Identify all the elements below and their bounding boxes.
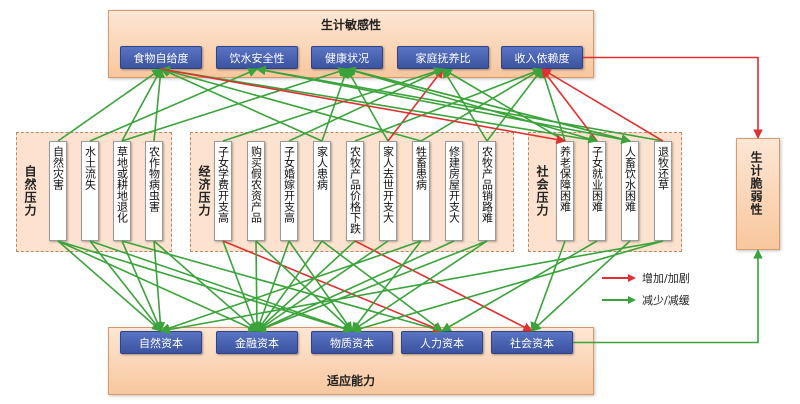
factor-drinking-water: 人畜饮水困难	[621, 141, 639, 241]
link-decrease-f7-t2	[321, 68, 349, 142]
link-decrease-f9-b1	[256, 240, 389, 332]
factor-house-building-cost: 修建房屋开支大	[445, 141, 463, 241]
link-decrease-f10-t4	[420, 68, 543, 142]
adaptive-capacity-title: 适应能力	[326, 374, 375, 388]
link-decrease-f6-b1	[255, 240, 290, 332]
vulnerability-box: 生计脆弱性	[736, 138, 780, 250]
link-decrease-f10-b0	[160, 240, 422, 333]
link-decrease-f7-t0	[160, 68, 323, 142]
link-increase-f8-b4	[354, 240, 533, 332]
factor-wedding-cost: 子女婚嫁开支高	[280, 141, 298, 241]
factor-crop-pests: 农作物病虫害	[145, 141, 163, 241]
link-decrease-f1-b0	[89, 240, 162, 332]
link-decrease-f12-b1	[256, 240, 488, 333]
factor-price-drop: 农牧产品价格下跌	[346, 141, 364, 241]
link-decrease-f8-t4	[354, 67, 543, 142]
legend-decrease: 减少/减缓	[602, 292, 690, 308]
link-decrease-f2-b3	[121, 240, 443, 334]
economic-pressure-label: 经济压力	[197, 165, 211, 217]
sensitivity-node-water: 饮水安全性	[216, 46, 298, 69]
factor-funeral-cost: 家人去世开支大	[379, 141, 397, 241]
link-decrease-f0-t0	[57, 68, 162, 142]
capital-node-financial: 金融资本	[216, 331, 298, 354]
link-increase-t4-vuln	[583, 56, 763, 139]
link-decrease-t2-f15	[346, 68, 631, 144]
link-decrease-f15-b4	[531, 240, 631, 332]
link-decrease-f12-t4	[486, 68, 543, 142]
legend-increase-label: 增加/加剧	[642, 272, 690, 285]
factor-sales-difficulty: 农牧产品销路难	[478, 141, 496, 241]
factor-grazing-ban: 退牧还草	[654, 141, 672, 241]
sensitivity-node-health: 健康状况	[311, 46, 383, 69]
link-decrease-f14-b3	[441, 240, 598, 332]
capital-node-human: 人力资本	[401, 331, 483, 354]
link-decrease-f15-t2	[346, 66, 631, 142]
sensitivity-node-dependency-ratio: 家庭抚养比	[397, 46, 489, 69]
link-decrease-f13-b4	[530, 240, 566, 332]
link-decrease-f5-b2	[255, 240, 353, 332]
link-decrease-f6-t3	[288, 68, 444, 142]
link-decrease-f3-b0	[153, 240, 166, 332]
link-decrease-f1-b2	[89, 240, 353, 333]
link-decrease-t1-f15	[256, 68, 631, 145]
factor-fake-agri-inputs: 购买假农资产品	[247, 141, 265, 241]
capital-node-natural: 自然资本	[120, 331, 202, 354]
link-increase-t0-f13	[160, 68, 566, 145]
link-decrease-f0-b1	[57, 240, 258, 332]
link-decrease-f1-t1	[89, 68, 258, 142]
sensitivity-title: 生计敏感性	[320, 18, 381, 32]
vulnerability-label: 生计脆弱性	[749, 151, 763, 216]
link-decrease-f9-t2	[346, 68, 389, 142]
legend-increase: 增加/加剧	[602, 270, 690, 286]
link-decrease-f2-b0	[121, 240, 162, 332]
factor-pension-difficulty: 养老保障困难	[556, 141, 574, 241]
link-decrease-f13-t4	[540, 68, 566, 142]
link-decrease-t2-f14	[346, 68, 598, 144]
factor-land-degradation: 草地或耕地退化	[113, 141, 131, 241]
link-decrease-f3-b1	[153, 240, 258, 332]
link-decrease-f4-t3	[222, 67, 444, 142]
link-decrease-f6-b2	[288, 240, 353, 332]
link-decrease-f11-b1	[256, 240, 455, 332]
legend-increase-arrow	[602, 274, 636, 282]
legend-decrease-label: 减少/减缓	[642, 294, 690, 307]
link-decrease-f12-b2	[351, 240, 488, 332]
link-decrease-f12-t3	[442, 68, 488, 142]
link-decrease-f3-t0	[153, 68, 165, 142]
factor-children-employment: 子女就业困难	[588, 141, 606, 241]
link-decrease-f2-t2	[121, 67, 348, 142]
link-increase-f4-b3	[222, 240, 443, 333]
link-decrease-f10-t0	[160, 66, 422, 142]
link-decrease-f2-t0	[121, 68, 162, 142]
link-decrease-f8-b1	[256, 240, 356, 332]
factor-livestock-disease: 牲畜患病	[412, 141, 430, 241]
factor-family-illness: 家人患病	[313, 141, 331, 241]
link-decrease-f13-t3	[442, 68, 566, 142]
factor-tuition-cost: 子女学费开支高	[214, 141, 232, 241]
link-increase-f16-t4	[541, 68, 664, 142]
natural-pressure-label: 自然压力	[23, 165, 37, 217]
social-pressure-label: 社会压力	[535, 165, 549, 217]
capital-node-social: 社会资本	[491, 331, 573, 354]
sensitivity-node-food: 食物自给度	[120, 46, 202, 69]
legend-decrease-arrow	[602, 296, 636, 304]
link-increase-f14-t4	[541, 68, 598, 142]
factor-natural-disaster: 自然灾害	[49, 141, 67, 241]
link-decrease-f14-t0	[160, 65, 598, 142]
link-decrease-f16-b0	[160, 240, 664, 335]
link-decrease-f0-b0	[57, 240, 162, 332]
link-increase-f9-t3	[387, 68, 444, 142]
link-decrease-f16-b2	[351, 240, 664, 334]
link-decrease-f16-t1	[256, 65, 664, 142]
link-decrease-f0-b2	[57, 240, 353, 334]
link-decrease-f5-b1	[252, 240, 262, 332]
factor-soil-erosion: 水土流失	[81, 141, 99, 241]
link-decrease-f7-b1	[256, 240, 323, 332]
link-decrease-f10-b2	[351, 240, 422, 332]
sensitivity-node-income: 收入依赖度	[501, 46, 583, 69]
capital-node-physical: 物质资本	[311, 331, 393, 354]
link-decrease-f7-b3	[321, 240, 443, 332]
link-decrease-f4-b1	[222, 240, 259, 332]
